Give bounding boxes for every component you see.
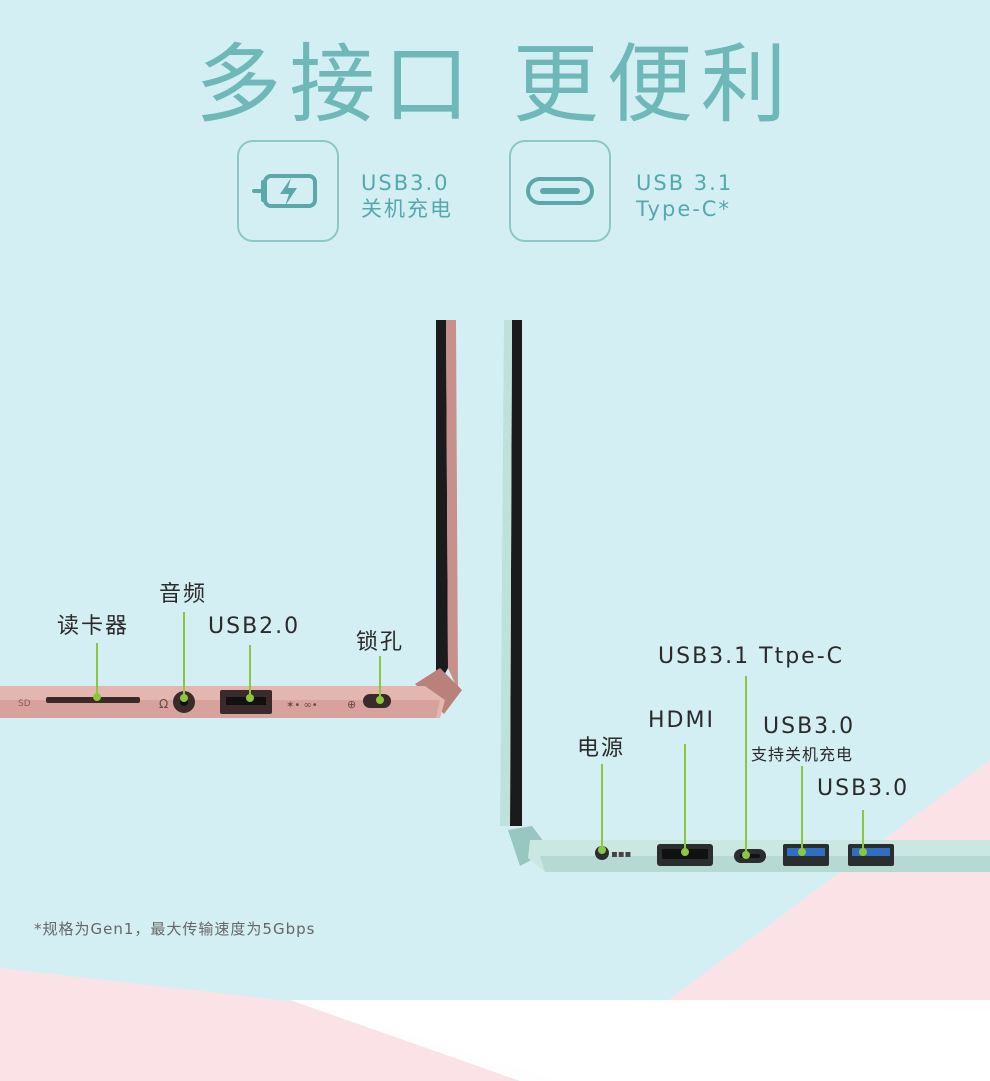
label-power: 电源 [577,736,626,761]
feature-typec-line1: USB 3.1 [636,171,734,195]
feature-typec-text: USB 3.1 Type-C* [636,170,733,222]
svg-text:▪▪▪: ▪▪▪ [611,849,631,860]
feature-usb30-line2: 关机充电 [361,197,453,221]
battery-charging-icon [252,174,317,208]
feature-usb30-line1: USB3.0 [361,171,450,195]
usb-type-c-icon [526,177,594,205]
feature-typec-icon-box [509,140,611,242]
label-usb30-charge-sub: 支持关机充电 [751,745,854,764]
feature-usb30-icon-box [237,140,339,242]
label-usb31-typec: USB3.1 Ttpe-C [658,644,845,669]
svg-text:⊕: ⊕ [347,698,356,711]
svg-text:SD: SD [18,699,31,709]
label-audio: 音频 [159,582,208,607]
feature-typec-line2: Type-C* [636,197,731,221]
label-card-reader: 读卡器 [57,614,130,639]
svg-text:Ω: Ω [159,697,168,711]
label-usb20: USB2.0 [208,614,301,639]
label-hdmi: HDMI [648,708,715,733]
footnote: *规格为Gen1，最大传输速度为5Gbps [34,920,316,938]
page-title: 多接口 更便利 [195,35,795,135]
label-usb30-charge: USB3.0 [763,714,856,739]
label-usb30: USB3.0 [817,776,910,801]
laptop-left: SD Ω ✶• ∞• ⊕ [0,320,462,718]
svg-text:✶• ∞•: ✶• ∞• [286,700,318,711]
feature-usb30-text: USB3.0 关机充电 [361,170,453,222]
label-lock: 锁孔 [356,630,405,655]
